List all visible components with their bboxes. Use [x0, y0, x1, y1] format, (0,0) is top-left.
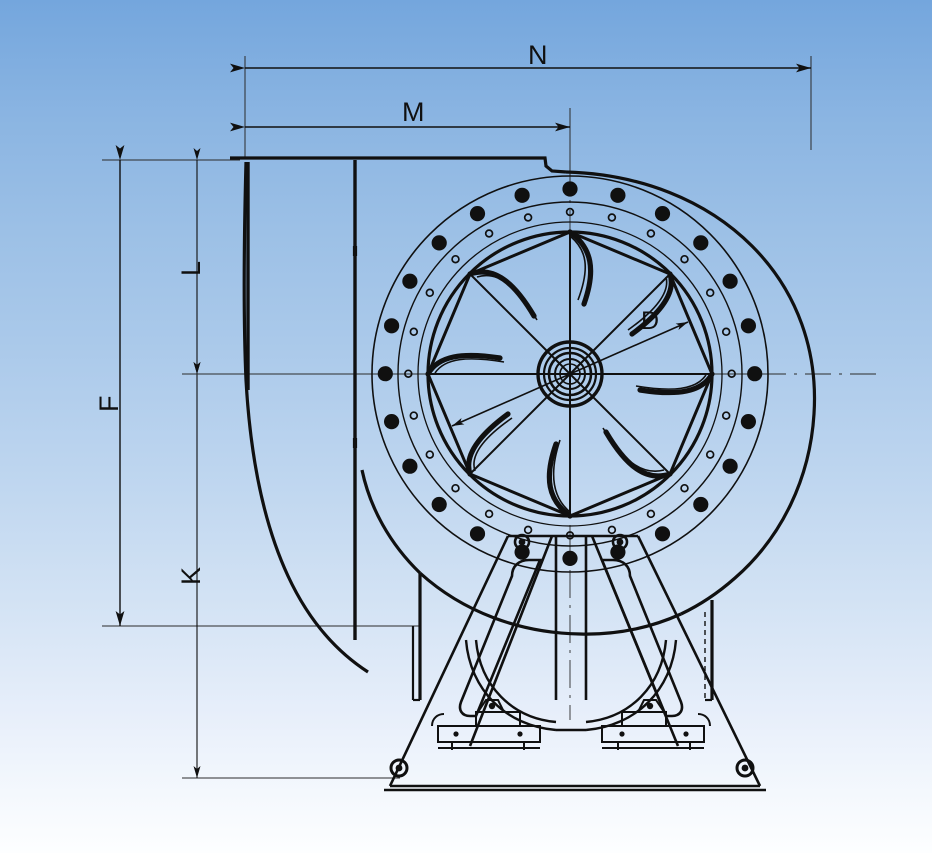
bearing-pedestal-right [601, 699, 711, 750]
dimension-label-l: L [176, 260, 206, 276]
impeller-blade-profiles [434, 235, 707, 513]
outlet-duct-walls [246, 160, 357, 640]
dimension-leader-d [451, 321, 689, 427]
bearing-pedestal-bolts [453, 702, 689, 737]
dimension-label-m: M [402, 97, 425, 127]
dimension-label-k: K [176, 566, 206, 585]
dimension-label-f: F [94, 395, 124, 413]
base-foot-bolt-holes [389, 758, 755, 778]
lower-bearing-assembly [464, 639, 678, 732]
bearing-pedestal-left [431, 699, 541, 750]
dimension-label-n: N [528, 40, 548, 70]
pedestal-top-bolts [513, 533, 629, 551]
extension-lines [102, 56, 812, 779]
outer-bolt-circle [377, 181, 763, 567]
housing-lower-plates [411, 620, 714, 702]
impeller-blades [425, 229, 715, 519]
pedestal-support-frame [384, 534, 766, 792]
impeller-spokes [428, 232, 712, 516]
impeller-hub [536, 340, 604, 408]
dimension-label-d: D [641, 307, 660, 335]
inner-bolt-circle [404, 207, 736, 540]
scroll-housing-outline [230, 156, 817, 700]
